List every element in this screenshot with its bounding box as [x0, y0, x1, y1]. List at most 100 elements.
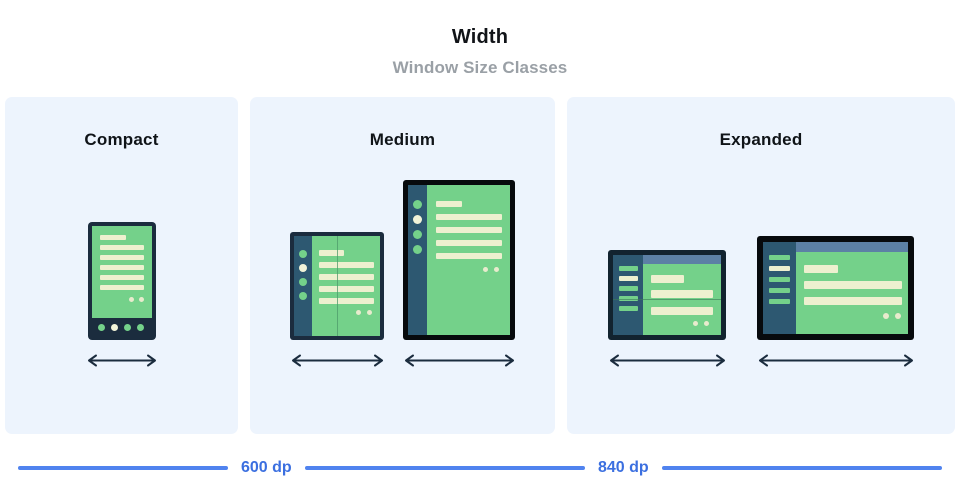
content-bar — [99, 275, 144, 280]
content-bar — [319, 262, 374, 268]
navigation-rail — [763, 242, 796, 334]
nav-dot — [136, 324, 144, 331]
scale-line-medium — [304, 466, 585, 470]
phone-navigation-bar — [91, 318, 152, 336]
width-arrow-tablet-portrait — [403, 354, 516, 372]
panel-title-medium: Medium — [369, 130, 436, 149]
diagram-header: Width Window Size Classes — [0, 0, 960, 78]
device-column-phone — [86, 222, 158, 434]
content-dot — [704, 321, 709, 326]
page-subtitle: Window Size Classes — [392, 58, 568, 77]
rail-bar — [769, 288, 790, 293]
device-tablet-portrait — [403, 180, 515, 340]
fold-seam-vertical — [337, 236, 338, 336]
content-bar — [804, 281, 902, 289]
content-dot — [494, 267, 499, 272]
content-bar — [99, 235, 126, 240]
content-dot — [356, 310, 361, 315]
rail-dot — [299, 292, 307, 300]
rail-dot-active — [299, 264, 307, 272]
device-foldable — [290, 232, 384, 340]
content-bar — [436, 214, 502, 220]
scale-line-compact — [18, 466, 228, 470]
content-bar — [99, 245, 144, 250]
fold-seam-horizontal — [613, 299, 721, 300]
width-arrow-foldable-landscape — [608, 354, 727, 372]
content-bar — [99, 265, 144, 270]
breakpoint-scale: 600 dp 840 dp — [0, 443, 960, 493]
device-group-compact — [5, 172, 238, 434]
rail-bar — [769, 277, 790, 282]
foldable-landscape-screen — [613, 255, 721, 335]
rail-bar — [619, 286, 638, 291]
navigation-rail — [613, 255, 643, 335]
device-column-foldable — [290, 232, 385, 434]
rail-bar-active — [619, 276, 638, 281]
device-phone — [87, 222, 156, 340]
content-bar — [436, 227, 502, 233]
rail-bar — [619, 306, 638, 311]
device-foldable-landscape — [608, 250, 726, 340]
rail-dot — [413, 245, 422, 254]
content-bar — [436, 253, 502, 259]
scale-line-expanded — [661, 466, 942, 470]
app-top-bar — [763, 242, 908, 252]
content-dot — [883, 313, 889, 319]
nav-dot — [123, 324, 131, 331]
app-top-bar — [613, 255, 721, 264]
tablet-portrait-screen — [408, 185, 510, 335]
nav-dot-active — [110, 324, 118, 331]
foldable-screen — [294, 236, 380, 336]
panel-expanded: Expanded — [567, 97, 955, 434]
navigation-rail — [408, 185, 427, 335]
rail-dot — [413, 230, 422, 239]
rail-dot — [299, 278, 307, 286]
rail-dot — [299, 250, 307, 258]
navigation-rail — [294, 236, 312, 336]
width-arrow-phone — [86, 354, 158, 372]
rail-dot — [413, 200, 422, 209]
content-bar — [436, 240, 502, 246]
breakpoint-label-600: 600 dp — [241, 459, 292, 476]
content-bar — [651, 290, 713, 298]
content-bar — [436, 201, 462, 207]
panel-title-expanded: Expanded — [719, 130, 803, 149]
rail-bar — [619, 266, 638, 271]
device-group-expanded — [567, 172, 955, 434]
content-bar — [804, 297, 902, 305]
content-bar — [99, 255, 144, 260]
size-class-panels: Compact — [0, 97, 960, 434]
rail-bar — [769, 255, 790, 260]
device-tablet-landscape — [757, 236, 914, 340]
width-arrow-tablet-landscape — [757, 354, 915, 372]
rail-bar — [619, 296, 638, 301]
device-column-foldable-landscape — [608, 250, 727, 434]
rail-dot-active — [413, 215, 422, 224]
content-bar — [651, 307, 713, 315]
content-dot — [895, 313, 901, 319]
content-bar — [651, 275, 684, 283]
content-bar — [319, 274, 374, 280]
content-bar — [319, 286, 374, 292]
device-group-medium — [250, 172, 555, 434]
width-arrow-foldable — [290, 354, 385, 372]
content-bar — [804, 265, 838, 273]
device-column-tablet-landscape — [757, 236, 915, 434]
content-dot — [128, 297, 134, 302]
content-bar — [99, 285, 144, 290]
rail-bar-active — [769, 266, 790, 271]
content-dot — [367, 310, 372, 315]
breakpoint-label-840: 840 dp — [598, 459, 649, 476]
rail-bar — [769, 299, 790, 304]
content-dot — [693, 321, 698, 326]
content-dot — [483, 267, 488, 272]
content-dot — [138, 297, 144, 302]
content-bar — [319, 250, 344, 256]
phone-screen — [91, 226, 152, 318]
device-column-tablet-portrait — [403, 180, 516, 434]
panel-title-compact: Compact — [84, 130, 159, 149]
page-title: Width — [451, 26, 509, 48]
content-bar — [319, 298, 374, 304]
breakpoint-scale-row: 600 dp 840 dp — [18, 459, 942, 477]
